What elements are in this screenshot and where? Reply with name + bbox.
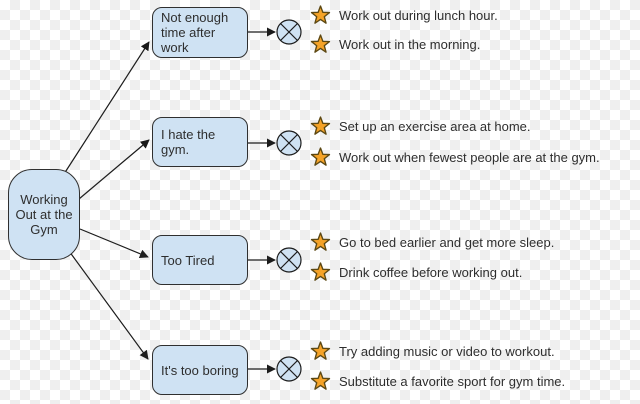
no-entry-icon [276,130,302,156]
connector-root-to-obstacle-3 [79,228,149,259]
star-icon [310,146,331,168]
no-entry-icon [276,19,302,45]
solution-text: Try adding music or video to workout. [339,343,555,359]
star-icon [310,231,331,253]
solution-text: Go to bed earlier and get more sleep. [339,234,555,250]
star-icon [310,115,331,137]
solution-text: Work out during lunch hour. [339,7,498,23]
solution-text: Set up an exercise area at home. [339,118,531,134]
obstacle-node-1: Not enough time after work [152,7,248,58]
solution-item: Substitute a favorite sport for gym time… [310,370,565,392]
solution-text: Drink coffee before working out. [339,264,523,280]
solution-item: Go to bed earlier and get more sleep. [310,231,554,253]
connector-root-to-obstacle-4 [68,250,149,360]
connector-root-to-obstacle-2 [78,139,150,200]
star-icon [310,261,331,283]
obstacle-node-3: Too Tired [152,235,248,285]
obstacle-label: I hate the gym. [161,127,216,157]
solution-item: Try adding music or video to workout. [310,340,555,362]
root-node-label: Working Out at the Gym [15,192,73,237]
star-icon [310,340,331,362]
solution-text: Substitute a favorite sport for gym time… [339,373,566,389]
solution-item: Work out when fewest people are at the g… [310,146,600,168]
obstacle-label: Not enough time after work [161,10,229,55]
obstacle-node-4: It's too boring [152,345,248,395]
no-entry-icon [276,356,302,382]
root-node: Working Out at the Gym [8,169,80,260]
solution-text: Work out when fewest people are at the g… [339,149,600,165]
star-icon [310,4,331,26]
solution-item: Work out in the morning. [310,33,480,55]
star-icon [310,370,331,392]
obstacle-label: Too Tired [161,252,215,268]
solution-item: Drink coffee before working out. [310,261,522,283]
connector-root-to-obstacle-1 [63,41,150,175]
obstacle-node-2: I hate the gym. [152,117,248,167]
solution-item: Set up an exercise area at home. [310,115,531,137]
obstacle-label: It's too boring [161,362,239,378]
solution-item: Work out during lunch hour. [310,4,498,26]
solution-text: Work out in the morning. [339,36,481,52]
star-icon [310,33,331,55]
no-entry-icon [276,247,302,273]
